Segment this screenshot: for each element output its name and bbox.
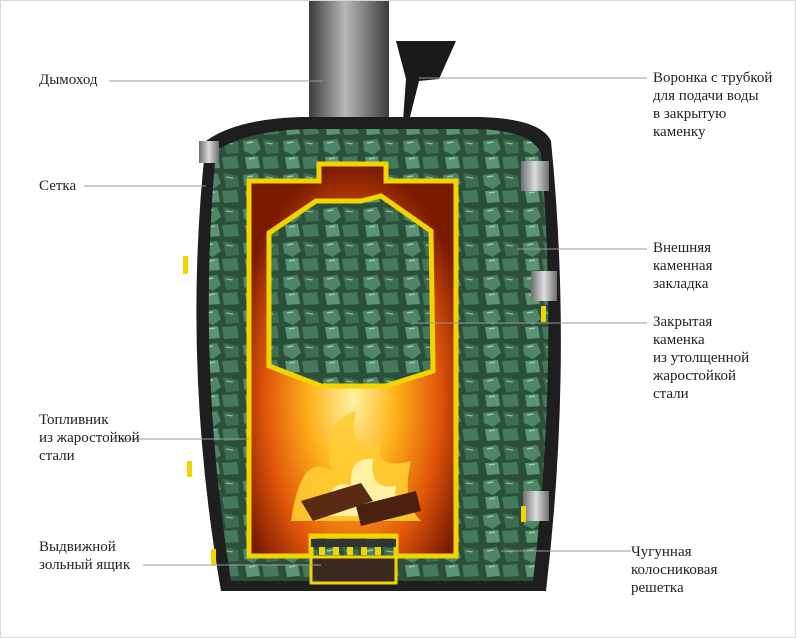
label-firebox: Топливник из жаростойкой стали — [39, 412, 140, 464]
leader-lines — [84, 77, 647, 566]
ash-drawer — [309, 555, 398, 585]
label-funnel: Воронка с трубкой для подачи воды в закр… — [653, 70, 773, 140]
label-ash-drawer: Выдвижной зольный ящик — [39, 539, 131, 573]
steel-band-bottom — [523, 491, 549, 521]
steel-band-middle — [531, 271, 557, 301]
label-mesh: Сетка — [39, 178, 77, 194]
mesh-accents — [183, 256, 546, 565]
cast-iron-grate — [311, 539, 396, 555]
label-closed-heater: Закрытая каменка из утолщенной жаростойк… — [653, 314, 750, 402]
steel-band-left — [199, 141, 219, 163]
firewood-log — [356, 491, 421, 526]
label-outer-stones: Внешняя каменная закладка — [653, 240, 713, 292]
water-funnel — [396, 41, 456, 121]
firewood — [301, 483, 373, 521]
label-chimney: Дымоход — [39, 72, 98, 88]
steel-band-top — [521, 161, 549, 191]
closed-heater — [266, 193, 436, 389]
label-grate: Чугунная колосниковая решетка — [631, 544, 718, 596]
